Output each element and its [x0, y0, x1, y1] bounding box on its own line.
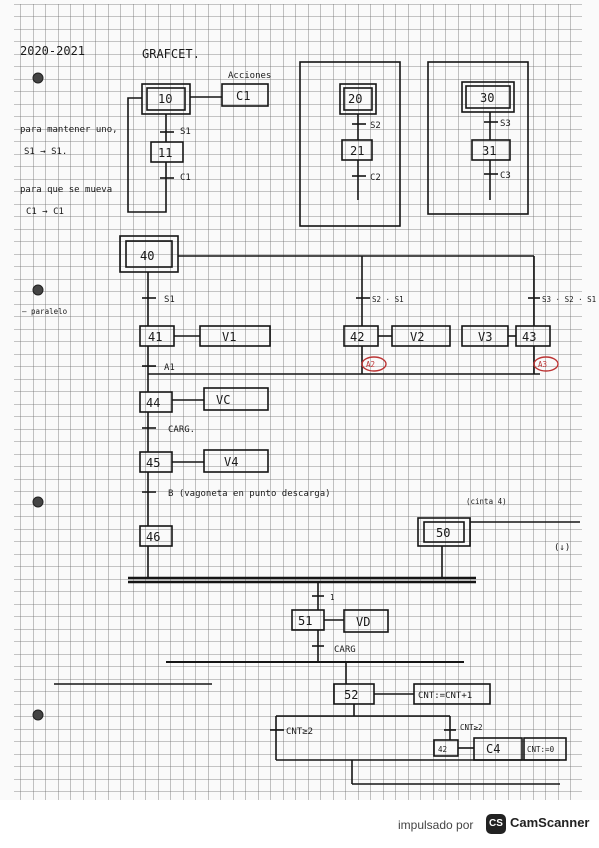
year-label: 2020-2021	[20, 44, 85, 58]
note-side: — paralelo	[22, 307, 68, 316]
step-11: 11	[158, 146, 172, 160]
step-10: 10	[158, 92, 172, 106]
transition-c1: C1	[180, 173, 191, 183]
step-42b: 42	[438, 745, 447, 754]
arrow-down-label: (↓)	[554, 543, 570, 553]
step-31: 31	[482, 144, 496, 158]
step-46: 46	[146, 530, 160, 544]
note-return-1: para que se mueva	[20, 185, 112, 195]
transition-s1: S1	[180, 127, 191, 137]
camscanner-brand: CamScanner	[510, 815, 590, 830]
cinta-label: (cinta 4)	[466, 497, 507, 506]
transition-s3: S3	[500, 119, 511, 129]
step-21: 21	[350, 144, 364, 158]
action-c1: C1	[236, 89, 250, 103]
transition-43: S3 · S2 · S1	[542, 295, 596, 304]
action-vc: VC	[216, 393, 230, 407]
note-return-2: C1 → C1	[26, 207, 64, 217]
action-v1: V1	[222, 330, 236, 344]
step-52: 52	[344, 688, 358, 702]
step-42: 42	[350, 330, 364, 344]
note-maintain-2: S1 → S1.	[24, 147, 67, 157]
transition-a1: A1	[164, 363, 175, 373]
action-cnt-inc: CNT:=CNT+1	[418, 691, 472, 701]
marker-a3: A3	[538, 360, 547, 369]
step-45: 45	[146, 456, 160, 470]
step-41: 41	[148, 330, 162, 344]
transition-c3: C3	[500, 171, 511, 181]
transition-40-s1: S1	[164, 295, 175, 305]
step-30: 30	[480, 91, 494, 105]
page-title: GRAFCET.	[142, 47, 200, 61]
transition-s2: S2	[370, 121, 381, 131]
step-43: 43	[522, 330, 536, 344]
punch-holes	[32, 72, 44, 721]
transition-b: B (vagoneta en punto descarga)	[168, 489, 331, 499]
acciones-label: Acciones	[228, 71, 271, 81]
transition-1: 1	[330, 593, 335, 602]
camscanner-logo-icon: CS	[486, 814, 506, 834]
powered-by-label: impulsado por	[398, 818, 474, 832]
action-cnt-reset: CNT:=0	[527, 745, 555, 754]
transition-42: S2 · S1	[372, 295, 404, 304]
step-51: 51	[298, 614, 312, 628]
action-vd: VD	[356, 615, 370, 629]
transition-carg: CARG.	[168, 425, 195, 435]
action-v4: V4	[224, 455, 238, 469]
step-20: 20	[348, 92, 362, 106]
action-v3: V3	[478, 330, 492, 344]
step-40: 40	[140, 249, 154, 263]
note-maintain-1: para mantener uno,	[20, 125, 118, 135]
transition-carg2: CARG	[334, 645, 356, 655]
transition-cnt-ge: CNT≥2	[460, 723, 483, 732]
transition-cnt-lt: CNT≥2	[286, 727, 313, 737]
action-v2: V2	[410, 330, 424, 344]
step-50: 50	[436, 526, 450, 540]
transition-c2: C2	[370, 173, 381, 183]
action-c4: C4	[486, 742, 500, 756]
marker-a2: A2	[366, 360, 375, 369]
step-44: 44	[146, 396, 160, 410]
